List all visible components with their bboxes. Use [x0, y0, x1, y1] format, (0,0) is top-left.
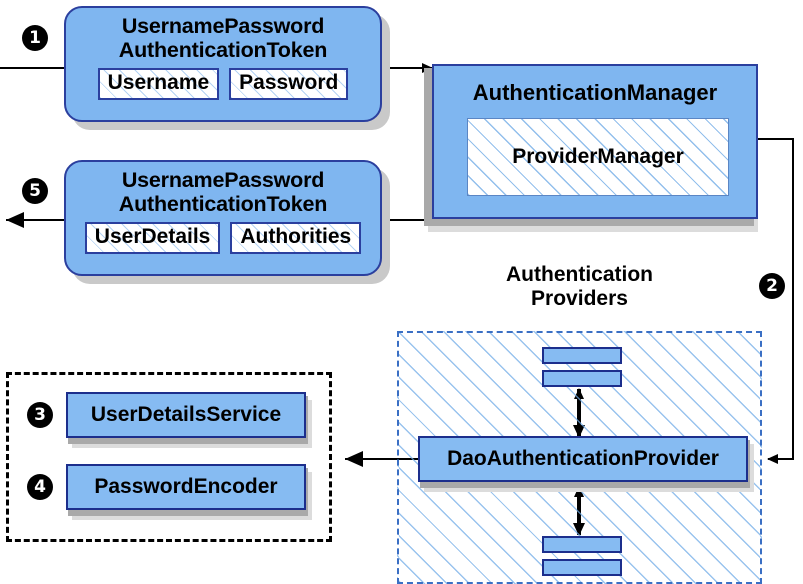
authentication-providers-label: Authentication Providers: [506, 263, 653, 310]
dao-authentication-provider-box: DaoAuthenticationProvider: [418, 436, 748, 482]
collaborators-arrowhead: [345, 451, 363, 467]
provider-placeholder-bar-top-1: [542, 347, 622, 364]
provider-placeholder-bar-bottom-2: [542, 559, 622, 576]
provider-placeholder-bar-top-2: [542, 370, 622, 387]
request-token-card: UsernamePassword AuthenticationToken Use…: [64, 6, 382, 122]
step-marker-3: 3: [27, 402, 53, 428]
authentication-manager-title: AuthenticationManager: [472, 80, 718, 105]
password-encoder-box: PasswordEncoder: [66, 464, 306, 510]
request-token-title: UsernamePassword AuthenticationToken: [118, 14, 328, 62]
provider-manager-panel: ProviderManager: [467, 118, 729, 196]
step-marker-1: 1: [22, 25, 48, 51]
request-token-slot-password: Password: [229, 68, 349, 101]
step-marker-4: 4: [27, 474, 53, 500]
provider-placeholder-bar-bottom-1: [542, 536, 622, 553]
authentication-manager-box: AuthenticationManager ProviderManager: [432, 64, 758, 219]
response-token-slot-userdetails: UserDetails: [84, 222, 221, 255]
response-token-slot-authorities: Authorities: [230, 222, 362, 255]
request-token-slot-username: Username: [97, 68, 220, 101]
user-details-service-box: UserDetailsService: [66, 392, 306, 438]
response-out-arrowhead: [6, 212, 24, 228]
response-token-title: UsernamePassword AuthenticationToken: [118, 168, 328, 216]
step-marker-2: 2: [759, 273, 785, 299]
step-marker-5: 5: [22, 178, 48, 204]
response-token-card: UsernamePassword AuthenticationToken Use…: [64, 160, 382, 276]
manager-to-provider-connector: [758, 138, 794, 464]
response-token-slots: UserDetails Authorities: [66, 222, 380, 255]
request-token-slots: Username Password: [66, 68, 380, 101]
